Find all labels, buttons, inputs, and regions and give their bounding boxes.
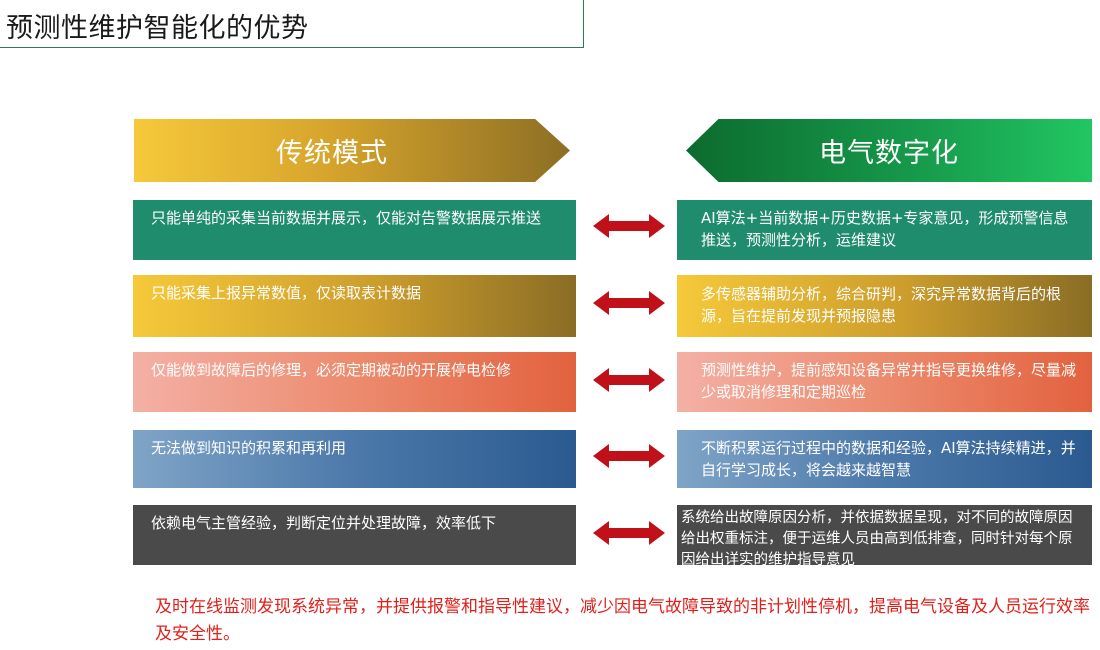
digital-mode-label: 电气数字化: [819, 138, 959, 169]
page-title: 预测性维护智能化的优势: [6, 13, 309, 44]
double-arrow-icon: [593, 290, 665, 316]
double-arrow-icon: [593, 213, 665, 239]
title-frame: 预测性维护智能化的优势: [0, 0, 584, 48]
traditional-item-2: 只能采集上报异常数值，仅读取表计数据: [133, 275, 576, 337]
traditional-item-4: 无法做到知识的积累和再利用: [133, 430, 576, 488]
digital-item-5: 系统给出故障原因分析，并依据数据呈现，对不同的故障原因给出权重标注，便于运维人员…: [677, 505, 1092, 565]
conclusion-text: 及时在线监测发现系统异常，并提供报警和指导性建议，减少因电气故障导致的非计划性停…: [155, 597, 1090, 644]
traditional-item-3: 仅能做到故障后的修理，必须定期被动的开展停电检修: [133, 352, 576, 412]
digital-item-2: 多传感器辅助分析，综合研判，深究异常数据背后的根源，旨在提前发现并预报隐患: [677, 275, 1092, 337]
double-arrow-icon: [593, 520, 665, 546]
digital-mode-banner: 电气数字化: [686, 119, 1092, 182]
double-arrow-icon: [593, 367, 665, 393]
digital-item-1: AI算法+当前数据+历史数据+专家意见，形成预警信息推送，预测性分析，运维建议: [677, 200, 1092, 260]
traditional-item-1: 只能单纯的采集当前数据并展示，仅能对告警数据展示推送: [133, 200, 576, 260]
traditional-mode-label: 传统模式: [276, 138, 388, 169]
digital-item-4: 不断积累运行过程中的数据和经验，AI算法持续精进，并自行学习成长，将会越来越智慧: [677, 430, 1092, 488]
traditional-mode-banner: 传统模式: [134, 119, 570, 182]
digital-item-3: 预测性维护，提前感知设备异常并指导更换维修，尽量减少或取消修理和定期巡检: [677, 352, 1092, 412]
traditional-item-5: 依赖电气主管经验，判断定位并处理故障，效率低下: [133, 505, 576, 565]
double-arrow-icon: [593, 443, 665, 469]
